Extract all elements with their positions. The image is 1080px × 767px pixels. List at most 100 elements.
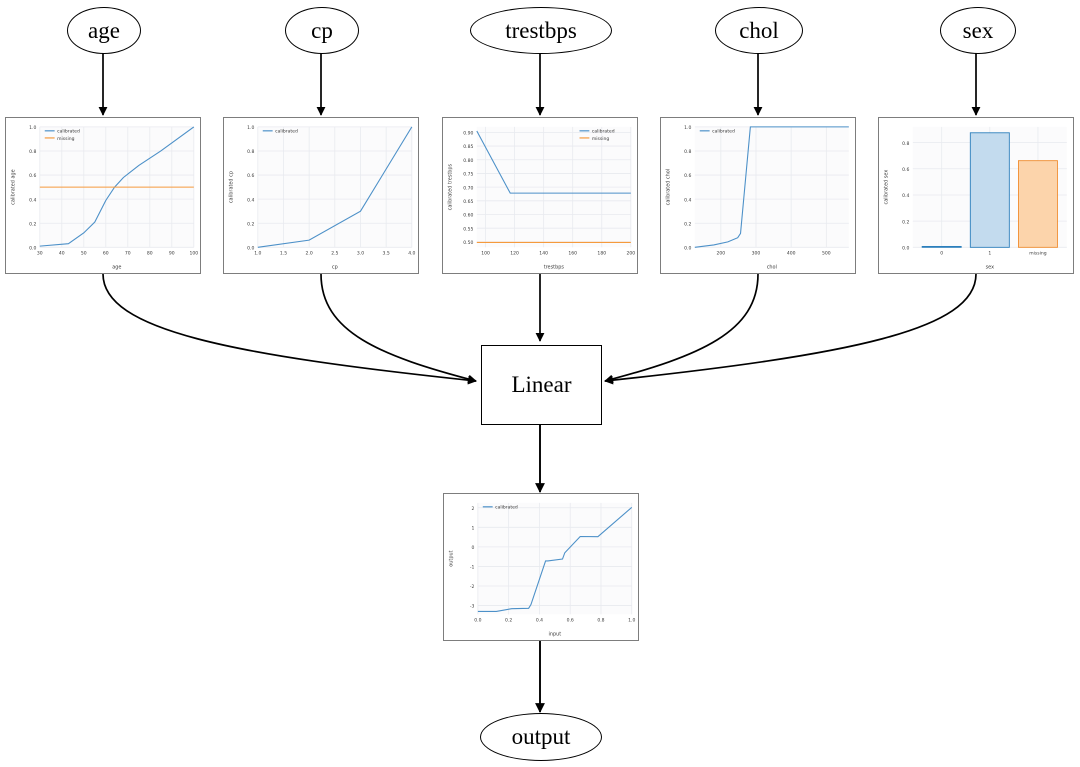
node-trestbps[interactable]: trestbps xyxy=(470,7,612,54)
node-chol[interactable]: chol xyxy=(715,7,803,54)
svg-text:180: 180 xyxy=(597,251,606,257)
svg-text:0.6: 0.6 xyxy=(902,167,909,173)
svg-text:0.50: 0.50 xyxy=(463,240,473,246)
node-linear[interactable]: Linear xyxy=(481,345,602,425)
svg-text:1: 1 xyxy=(988,251,991,257)
svg-text:input: input xyxy=(548,632,561,638)
svg-text:0: 0 xyxy=(472,545,475,551)
svg-text:0.65: 0.65 xyxy=(463,199,473,205)
svg-text:0.4: 0.4 xyxy=(536,618,543,624)
svg-text:0.55: 0.55 xyxy=(463,226,473,232)
svg-text:160: 160 xyxy=(568,251,577,257)
node-cp[interactable]: cp xyxy=(285,7,359,54)
svg-text:trestbps: trestbps xyxy=(544,265,565,271)
svg-text:0.80: 0.80 xyxy=(463,158,473,164)
node-sex[interactable]: sex xyxy=(940,7,1016,54)
svg-text:3.5: 3.5 xyxy=(383,251,390,257)
svg-text:1.0: 1.0 xyxy=(628,618,635,624)
svg-text:-2: -2 xyxy=(470,584,475,590)
svg-text:100: 100 xyxy=(189,251,198,257)
svg-text:0.4: 0.4 xyxy=(684,197,691,203)
svg-text:1.0: 1.0 xyxy=(29,125,36,131)
svg-text:calibrated: calibrated xyxy=(275,129,298,135)
svg-text:0.60: 0.60 xyxy=(463,213,473,219)
svg-text:2.0: 2.0 xyxy=(306,251,313,257)
svg-text:missing: missing xyxy=(57,136,75,142)
node-linear-label: Linear xyxy=(511,372,572,397)
svg-text:0.0: 0.0 xyxy=(474,618,481,624)
svg-text:80: 80 xyxy=(147,251,153,257)
svg-text:0.6: 0.6 xyxy=(247,173,254,179)
svg-text:50: 50 xyxy=(81,251,87,257)
svg-text:100: 100 xyxy=(481,251,490,257)
node-chol-label: chol xyxy=(739,17,779,43)
node-age[interactable]: age xyxy=(67,7,141,54)
svg-text:0.6: 0.6 xyxy=(29,173,36,179)
node-output[interactable]: output xyxy=(480,713,602,761)
svg-text:40: 40 xyxy=(59,251,65,257)
svg-text:calibrated trestbps: calibrated trestbps xyxy=(448,163,454,210)
svg-text:200: 200 xyxy=(626,251,635,257)
svg-text:0.2: 0.2 xyxy=(247,221,254,227)
svg-text:2: 2 xyxy=(472,506,475,512)
svg-text:0.8: 0.8 xyxy=(29,149,36,155)
svg-text:0.2: 0.2 xyxy=(29,221,36,227)
svg-text:0.2: 0.2 xyxy=(505,618,512,624)
svg-text:calibrated cp: calibrated cp xyxy=(229,171,235,203)
svg-text:0: 0 xyxy=(940,251,943,257)
svg-text:missing: missing xyxy=(1029,251,1047,257)
node-age-label: age xyxy=(88,17,120,43)
node-trestbps-label: trestbps xyxy=(505,17,577,43)
svg-text:1.0: 1.0 xyxy=(247,125,254,131)
svg-text:calibrated: calibrated xyxy=(712,129,735,135)
edge-chol-plot-to-linear xyxy=(604,273,759,384)
svg-text:120: 120 xyxy=(510,251,519,257)
svg-text:calibrated: calibrated xyxy=(57,129,80,135)
node-sex-label: sex xyxy=(962,17,994,43)
svg-text:1.0: 1.0 xyxy=(684,125,691,131)
svg-text:0.75: 0.75 xyxy=(463,172,473,178)
svg-text:0.90: 0.90 xyxy=(463,131,473,137)
svg-text:calibrated sex: calibrated sex xyxy=(884,170,890,205)
svg-text:1: 1 xyxy=(472,525,475,531)
svg-text:300: 300 xyxy=(752,251,761,257)
svg-text:0.0: 0.0 xyxy=(247,246,254,252)
svg-text:30: 30 xyxy=(37,251,43,257)
svg-text:output: output xyxy=(449,550,455,566)
svg-text:3.0: 3.0 xyxy=(357,251,364,257)
svg-text:chol: chol xyxy=(767,265,777,271)
svg-text:-1: -1 xyxy=(470,565,475,571)
svg-text:90: 90 xyxy=(169,251,175,257)
svg-text:0.4: 0.4 xyxy=(902,193,909,199)
svg-text:0.0: 0.0 xyxy=(684,246,691,252)
svg-text:0.0: 0.0 xyxy=(902,246,909,252)
svg-text:0.2: 0.2 xyxy=(684,221,691,227)
svg-text:70: 70 xyxy=(125,251,131,257)
svg-text:1.5: 1.5 xyxy=(280,251,287,257)
edge-cp-plot-to-linear xyxy=(320,273,477,384)
svg-text:0.8: 0.8 xyxy=(684,149,691,155)
svg-text:0.2: 0.2 xyxy=(902,219,909,225)
svg-text:calibrated: calibrated xyxy=(592,129,615,135)
svg-text:500: 500 xyxy=(822,251,831,257)
svg-text:0.8: 0.8 xyxy=(247,149,254,155)
svg-text:age: age xyxy=(112,265,121,271)
svg-text:missing: missing xyxy=(592,136,610,142)
svg-text:0.6: 0.6 xyxy=(567,618,574,624)
svg-text:0.85: 0.85 xyxy=(463,144,473,150)
svg-text:200: 200 xyxy=(717,251,726,257)
svg-text:cp: cp xyxy=(332,265,338,271)
svg-text:2.5: 2.5 xyxy=(331,251,338,257)
